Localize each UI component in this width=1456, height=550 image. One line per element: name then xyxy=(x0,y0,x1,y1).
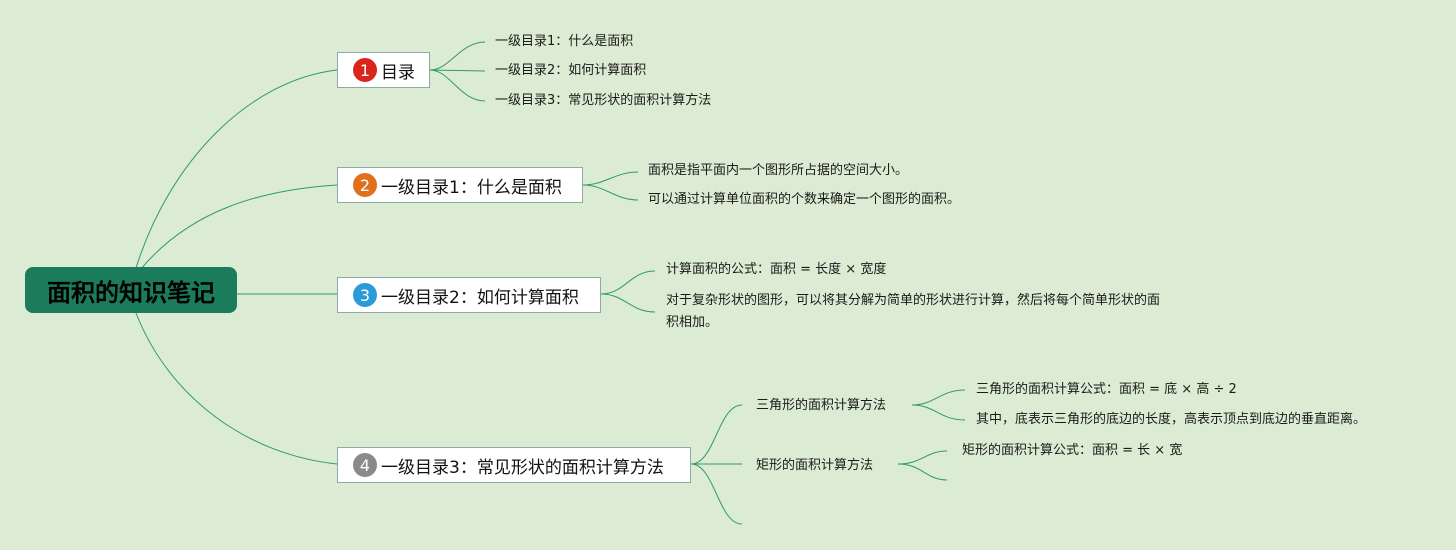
topic-1-leaf-1[interactable]: 一级目录1：什么是面积 xyxy=(495,34,634,49)
link-topic-3-leaf-1 xyxy=(600,270,656,295)
topic-3-label: 一级目录2：如何计算面积 xyxy=(381,287,579,308)
subtopic-triangle[interactable]: 三角形的面积计算方法 xyxy=(756,398,887,413)
link-sub-1-leaf-2 xyxy=(911,404,966,421)
link-topic-4-sub-1 xyxy=(690,404,743,465)
root-topic[interactable]: 面积的知识笔记 xyxy=(25,267,237,313)
topic-1-leaf-3[interactable]: 一级目录3：常见形状的面积计算方法 xyxy=(495,93,712,108)
badge-4-icon: 4 xyxy=(353,453,377,477)
subtopic-rectangle[interactable]: 矩形的面积计算方法 xyxy=(756,458,874,473)
link-topic-1-leaf-2 xyxy=(429,69,486,72)
topic-3-leaf-2[interactable]: 对于复杂形状的图形，可以将其分解为简单的形状进行计算，然后将每个简单形状的面积相… xyxy=(666,293,1161,330)
topic-3[interactable]: 3 一级目录2：如何计算面积 xyxy=(337,277,601,313)
topic-2[interactable]: 2 一级目录1：什么是面积 xyxy=(337,167,583,203)
subtopic-triangle-leaf-2[interactable]: 其中，底表示三角形的底边的长度，高表示顶点到底边的垂直距离。 xyxy=(976,412,1367,427)
topic-4-label: 一级目录3：常见形状的面积计算方法 xyxy=(381,457,664,478)
topic-1[interactable]: 1 目录 xyxy=(337,52,430,88)
subtopic-triangle-leaf-1[interactable]: 三角形的面积计算公式：面积 = 底 × 高 ÷ 2 xyxy=(976,382,1237,397)
link-topic-3-leaf-2 xyxy=(600,293,656,313)
link-sub-2-leaf-1 xyxy=(897,450,948,465)
topic-2-leaf-1[interactable]: 面积是指平面内一个图形所占据的空间大小。 xyxy=(648,163,909,178)
link-topic-2-leaf-1 xyxy=(582,171,639,186)
subtopic-rectangle-leaf-1[interactable]: 矩形的面积计算公式：面积 = 长 × 宽 xyxy=(962,443,1183,458)
topic-1-leaf-2[interactable]: 一级目录2：如何计算面积 xyxy=(495,63,647,78)
topic-4[interactable]: 4 一级目录3：常见形状的面积计算方法 xyxy=(337,447,691,483)
link-topic-1-leaf-3 xyxy=(429,69,486,102)
link-sub-1-leaf-1 xyxy=(911,389,966,406)
link-topic-4-sub-3 xyxy=(690,463,743,525)
topic-2-label: 一级目录1：什么是面积 xyxy=(381,177,562,198)
topic-3-leaf-1[interactable]: 计算面积的公式：面积 = 长度 × 宽度 xyxy=(666,262,887,277)
link-sub-2-leaf-2 xyxy=(897,463,948,481)
topic-2-leaf-2[interactable]: 可以通过计算单位面积的个数来确定一个图形的面积。 xyxy=(648,192,961,207)
link-topic-2-leaf-2 xyxy=(582,184,639,201)
badge-2-icon: 2 xyxy=(353,173,377,197)
link-root-topic-4 xyxy=(135,312,338,465)
topic-1-label: 目录 xyxy=(381,62,415,83)
link-topic-1-leaf-1 xyxy=(429,41,486,71)
badge-1-icon: 1 xyxy=(353,58,377,82)
link-root-topic-2 xyxy=(139,184,338,271)
badge-3-icon: 3 xyxy=(353,283,377,307)
link-root-topic-1 xyxy=(135,69,338,269)
